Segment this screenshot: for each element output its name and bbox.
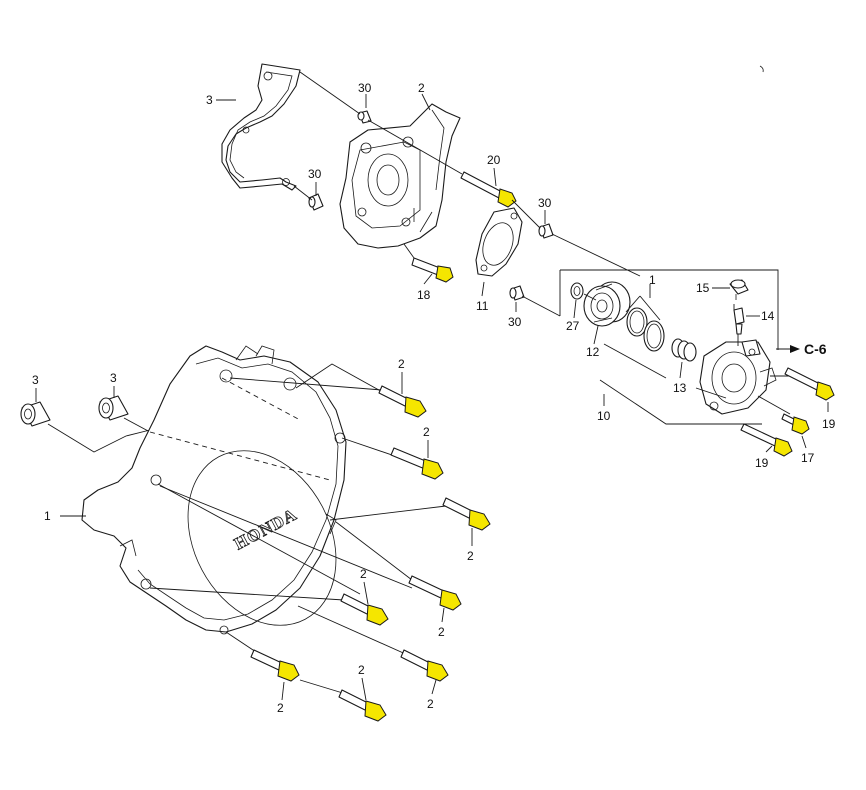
dowel-3-a [20,401,51,427]
bolt-2-1 [378,385,427,418]
callout-2-bolt-7: 2 [427,697,434,711]
bolt-17 [781,413,810,435]
callout-3-upper: 3 [206,93,213,107]
callout-1-cover: 1 [44,509,51,523]
callout-18: 18 [417,288,431,302]
bolt-2-7 [250,649,300,682]
callout-2-bolt-1: 2 [398,357,405,371]
callout-2-bolt-8: 2 [277,701,284,715]
callout-19-b: 19 [755,456,769,470]
callout-2-bolt-3: 2 [467,549,474,563]
callout-27: 27 [566,319,580,333]
callout-19-a: 19 [822,417,836,431]
bolt-2-5 [340,593,389,626]
callout-10: 10 [597,409,611,423]
corner-mark [759,65,764,73]
drain-bolt-15 [729,279,749,300]
bolt-19-a [784,367,835,401]
dowel-pin-30-c [538,223,554,239]
seal-13 [671,338,697,362]
callout-30-b: 30 [308,167,322,181]
callout-13: 13 [673,381,687,395]
bolt-18 [411,257,454,283]
callout-2-bolt-6: 2 [358,663,365,677]
sub-cover [339,103,461,249]
gasket-upper [221,63,301,191]
bolt-2-6 [400,649,449,682]
callout-20: 20 [487,153,501,167]
callout-2-bolt-4: 2 [360,567,367,581]
bolt-2-3 [442,497,491,531]
gasket-11 [475,207,523,277]
water-pump-assembly-box [559,269,779,425]
callout-11: 11 [476,299,489,313]
bolt-20 [460,171,517,208]
callout-17: 17 [801,451,815,465]
callout-2-bolt-5: 2 [438,625,445,639]
washer-14 [733,307,745,335]
callout-12: 12 [586,345,600,359]
dowel-pin-30-a [357,110,372,124]
callout-14: 14 [761,309,775,323]
callout-30-c: 30 [538,196,552,210]
bolt-19-b [740,423,793,457]
callout-15: 15 [696,281,710,295]
callout-2-subcover: 2 [418,81,425,95]
alternator-cover: HONDA [81,345,347,635]
bolt-2-4 [408,575,462,611]
dowel-pin-30-b [308,193,324,211]
arrow-right-icon [776,345,800,353]
callout-3-dowel-b: 3 [110,371,117,385]
callout-30-d: 30 [508,315,522,329]
o-ring-set-1 [626,307,665,352]
bolt-2-2 [390,447,444,480]
mechanical-seal-12 [583,281,631,327]
bolt-2-8 [338,689,387,722]
reference-c6[interactable]: C-6 [804,341,827,357]
callout-1-oring: 1 [649,273,656,287]
dowel-pin-30-d [509,285,525,301]
o-ring-27 [570,282,584,300]
callout-30-a: 30 [358,81,372,95]
dowel-3-b [98,395,129,421]
callout-2-bolt-2: 2 [423,425,430,439]
callout-3-dowel-a: 3 [32,373,39,387]
water-pump-cover [699,339,777,415]
